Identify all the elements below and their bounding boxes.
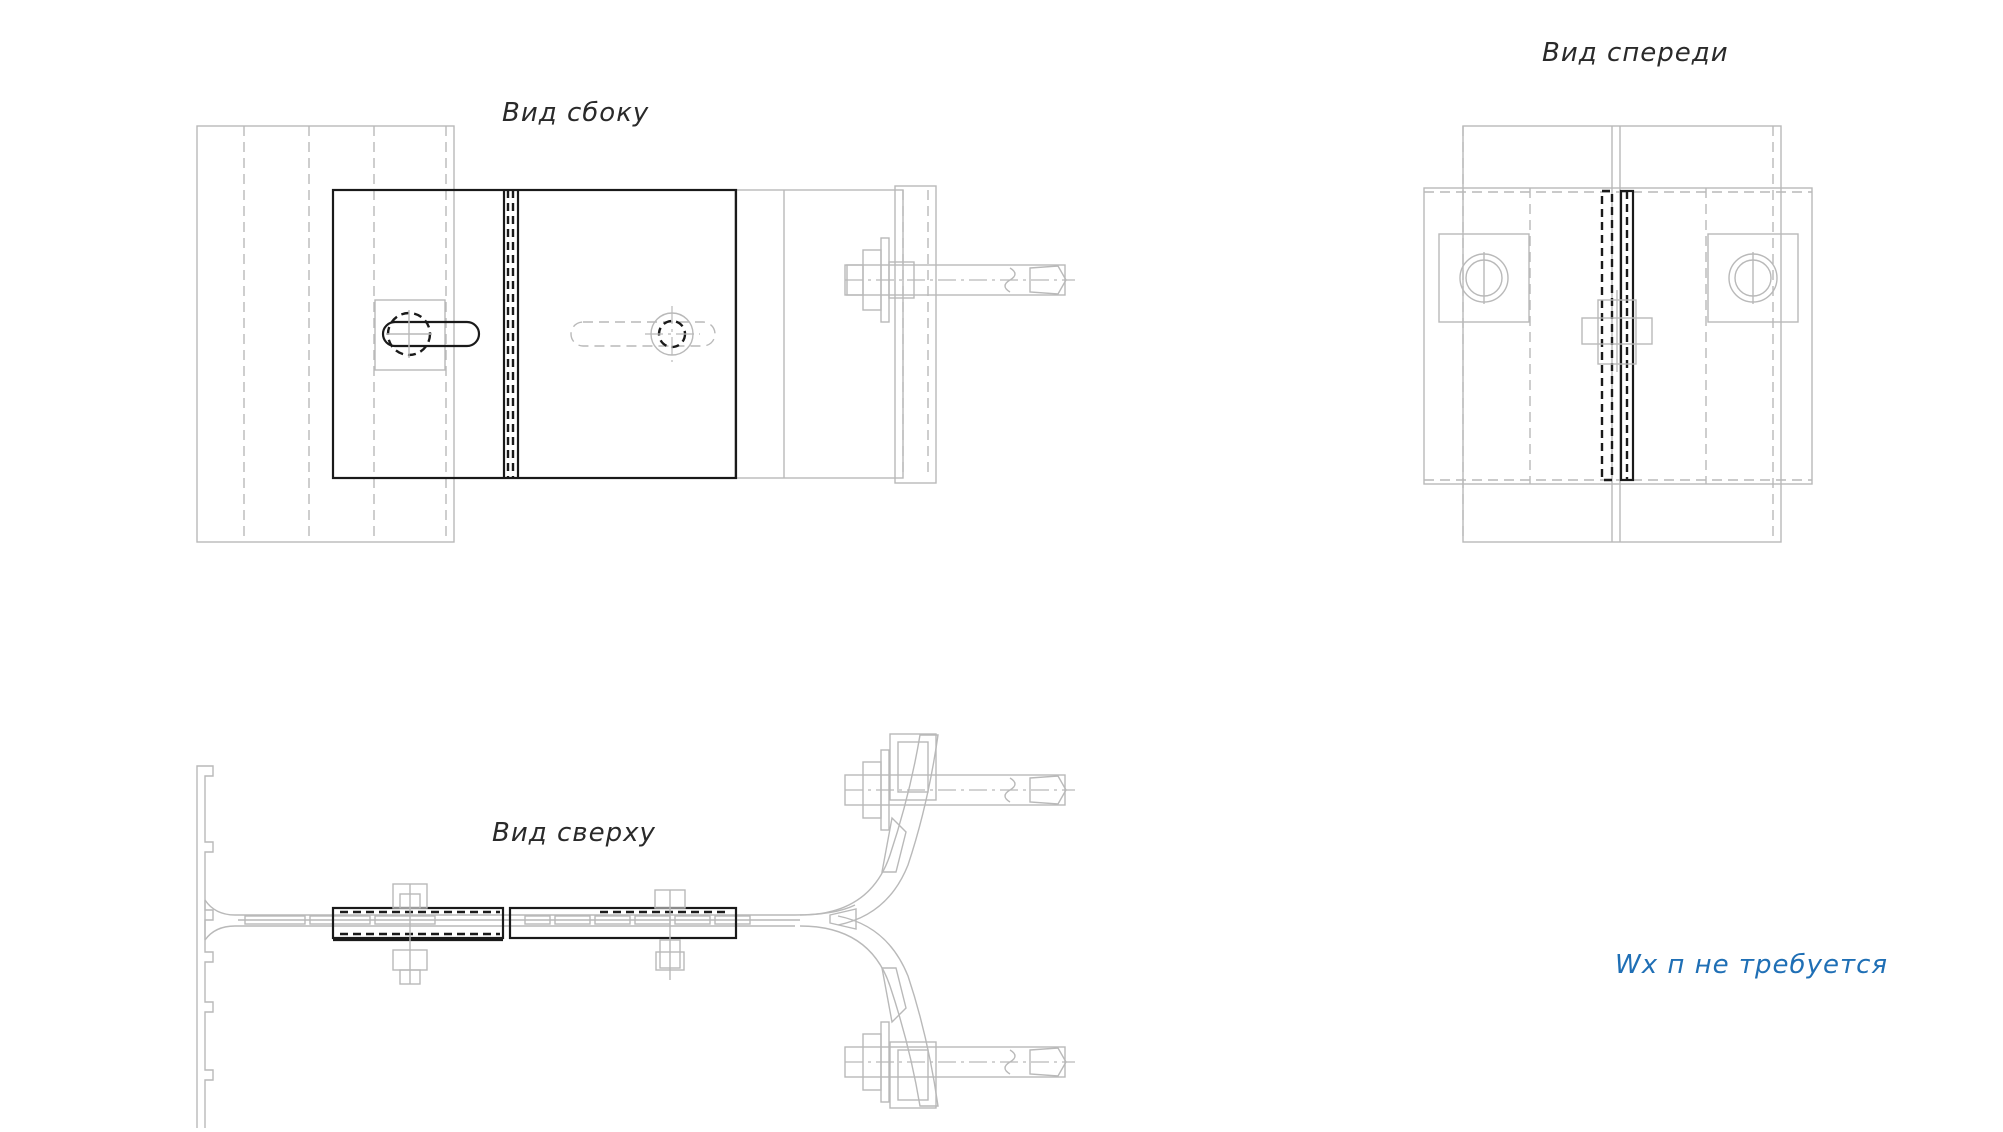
side-view-label: Вид сбоку [502,98,650,128]
anchor-bolt-side [844,237,1075,323]
profile-cells [244,915,751,925]
top-view-label: Вид сверху [492,818,656,848]
top-view [196,733,1075,1132]
calculation-note: Wx п не требуется [1615,950,1889,980]
anchor-bolt-top-lower [844,1021,1075,1103]
side-view [196,125,1075,543]
front-view [1423,125,1813,543]
anchor-bolt-top-upper [844,749,1075,831]
front-view-label: Вид спереди [1542,38,1729,68]
